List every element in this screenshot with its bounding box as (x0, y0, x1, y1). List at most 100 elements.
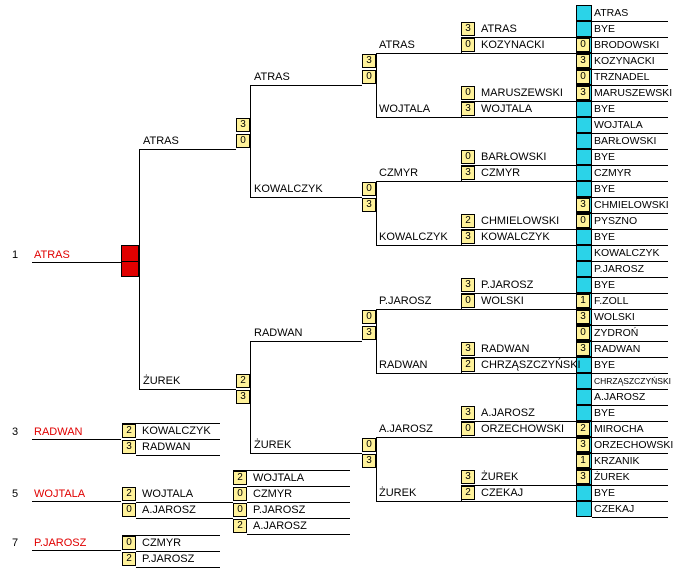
r32-player: TRZNADEL (594, 71, 650, 83)
r32-player: P.JAROSZ (594, 263, 644, 275)
r8-vertical (376, 53, 377, 118)
r32-line (592, 261, 668, 262)
r8-score-top: 3 (362, 54, 376, 68)
p3-score-top: 2 (122, 424, 136, 438)
sf-vertical (139, 149, 140, 390)
p7-line-c (136, 567, 220, 568)
r16-score-top: 3 (461, 470, 475, 484)
place-7-line (32, 550, 121, 551)
r32-player: BYE (594, 279, 616, 291)
r32-player: KOWALCZYK (594, 247, 660, 259)
r32-score: 3 (576, 470, 590, 484)
r8-conn-bottom (461, 230, 462, 246)
r8-conn-top (461, 166, 462, 182)
r8-conn-bottom (461, 486, 462, 502)
r8-line-bottom (376, 373, 461, 374)
r16-player-top: ATRAS (481, 23, 517, 35)
r32-player: RADWAN (594, 343, 641, 355)
r16-player-bottom: KOZYNACKI (481, 39, 545, 51)
p7-score-bottom: 2 (122, 552, 136, 566)
r32-player: BYE (594, 23, 616, 35)
r32-line (592, 485, 668, 486)
r16-player-bottom: CZEKAJ (481, 487, 524, 499)
r32-score: 3 (576, 86, 590, 100)
bracket-line (575, 421, 576, 422)
p5s1-line-c (247, 502, 350, 503)
r32-player: PYSZNO (594, 215, 638, 227)
r32-score: 0 (576, 38, 590, 52)
place-3-label: 3 (12, 426, 19, 438)
p5-score-top: 2 (122, 487, 136, 501)
r32-line (592, 437, 668, 438)
place-3-winner: RADWAN (34, 426, 83, 438)
bracket-line (575, 485, 576, 486)
r8-line-bottom (376, 117, 461, 118)
r32-player: BYE (594, 183, 616, 195)
r8-player-top: ATRAS (379, 39, 415, 51)
r16-score-top: 3 (461, 342, 475, 356)
r8-vertical (376, 437, 377, 502)
r16-line-bottom (461, 245, 576, 246)
place-1-label: 1 (12, 249, 19, 261)
r32-slot-marker (576, 149, 592, 165)
r16-line-top (461, 165, 576, 166)
r8-player-bottom: KOWALCZYK (379, 231, 448, 243)
p5s2-line-a (247, 518, 350, 519)
r16-player-top: P.JAROSZ (481, 279, 534, 291)
r16-score-top: 2 (461, 214, 475, 228)
qf-line-bottom (250, 453, 362, 454)
r8-vertical (376, 181, 377, 246)
p3-line-b (136, 439, 220, 440)
r32-line (592, 357, 668, 358)
r8-line-top (376, 53, 461, 54)
r32-score: 3 (576, 198, 590, 212)
r8-score-top: 0 (362, 438, 376, 452)
r32-player: BYE (594, 407, 616, 419)
r32-line (592, 37, 668, 38)
r16-score-bottom: 3 (461, 230, 475, 244)
r32-player: CZEKAJ (594, 503, 635, 515)
r32-player: WOJTALA (594, 119, 643, 131)
p5s1-player-top: WOJTALA (253, 472, 305, 484)
r32-slot-marker (576, 389, 592, 405)
p5s2-line-b (247, 534, 350, 535)
p7-line-b (136, 551, 220, 552)
r32-score: 3 (576, 310, 590, 324)
r16-line-bottom (461, 309, 576, 310)
r32-player: CZMYR (594, 167, 632, 179)
r16-score-top: 0 (461, 150, 475, 164)
r32-player: ORZECHOWSKI (594, 439, 674, 451)
r32-line (592, 293, 668, 294)
p5s1-player-bottom: CZMYR (253, 488, 293, 500)
r32-score: 2 (576, 422, 590, 436)
r16-line-top (461, 37, 576, 38)
r32-player: ZYDROŃ (594, 327, 639, 339)
r32-slot-marker (576, 101, 592, 117)
r32-player: A.JAROSZ (594, 391, 646, 403)
place-5-winner: WOJTALA (34, 488, 86, 500)
p5-score-bottom: 0 (122, 503, 136, 517)
r16-line-top (461, 485, 576, 486)
sf-line-bottom (139, 389, 236, 390)
r32-player: WOLSKI (594, 311, 635, 323)
r16-score-bottom: 2 (461, 486, 475, 500)
r32-line (592, 501, 668, 502)
sf-player-top: ATRAS (143, 135, 179, 147)
r16-player-bottom: ORZECHOWSKI (481, 423, 565, 435)
r32-line (592, 309, 668, 310)
r8-score-top: 0 (362, 182, 376, 196)
r16-score-top: 0 (461, 86, 475, 100)
place-5-label: 5 (12, 488, 19, 500)
r16-line-top (461, 229, 576, 230)
r8-line-top (376, 437, 461, 438)
r8-player-bottom: RADWAN (379, 359, 428, 371)
r32-line (592, 181, 668, 182)
r32-player: KRZANIK (594, 455, 640, 467)
r32-score: 1 (576, 454, 590, 468)
r32-player: BYE (594, 151, 616, 163)
r8-score-bottom: 3 (362, 326, 376, 340)
r32-player: BYE (594, 231, 616, 243)
r32-slot-marker (576, 277, 592, 293)
r32-slot-marker (576, 405, 592, 421)
